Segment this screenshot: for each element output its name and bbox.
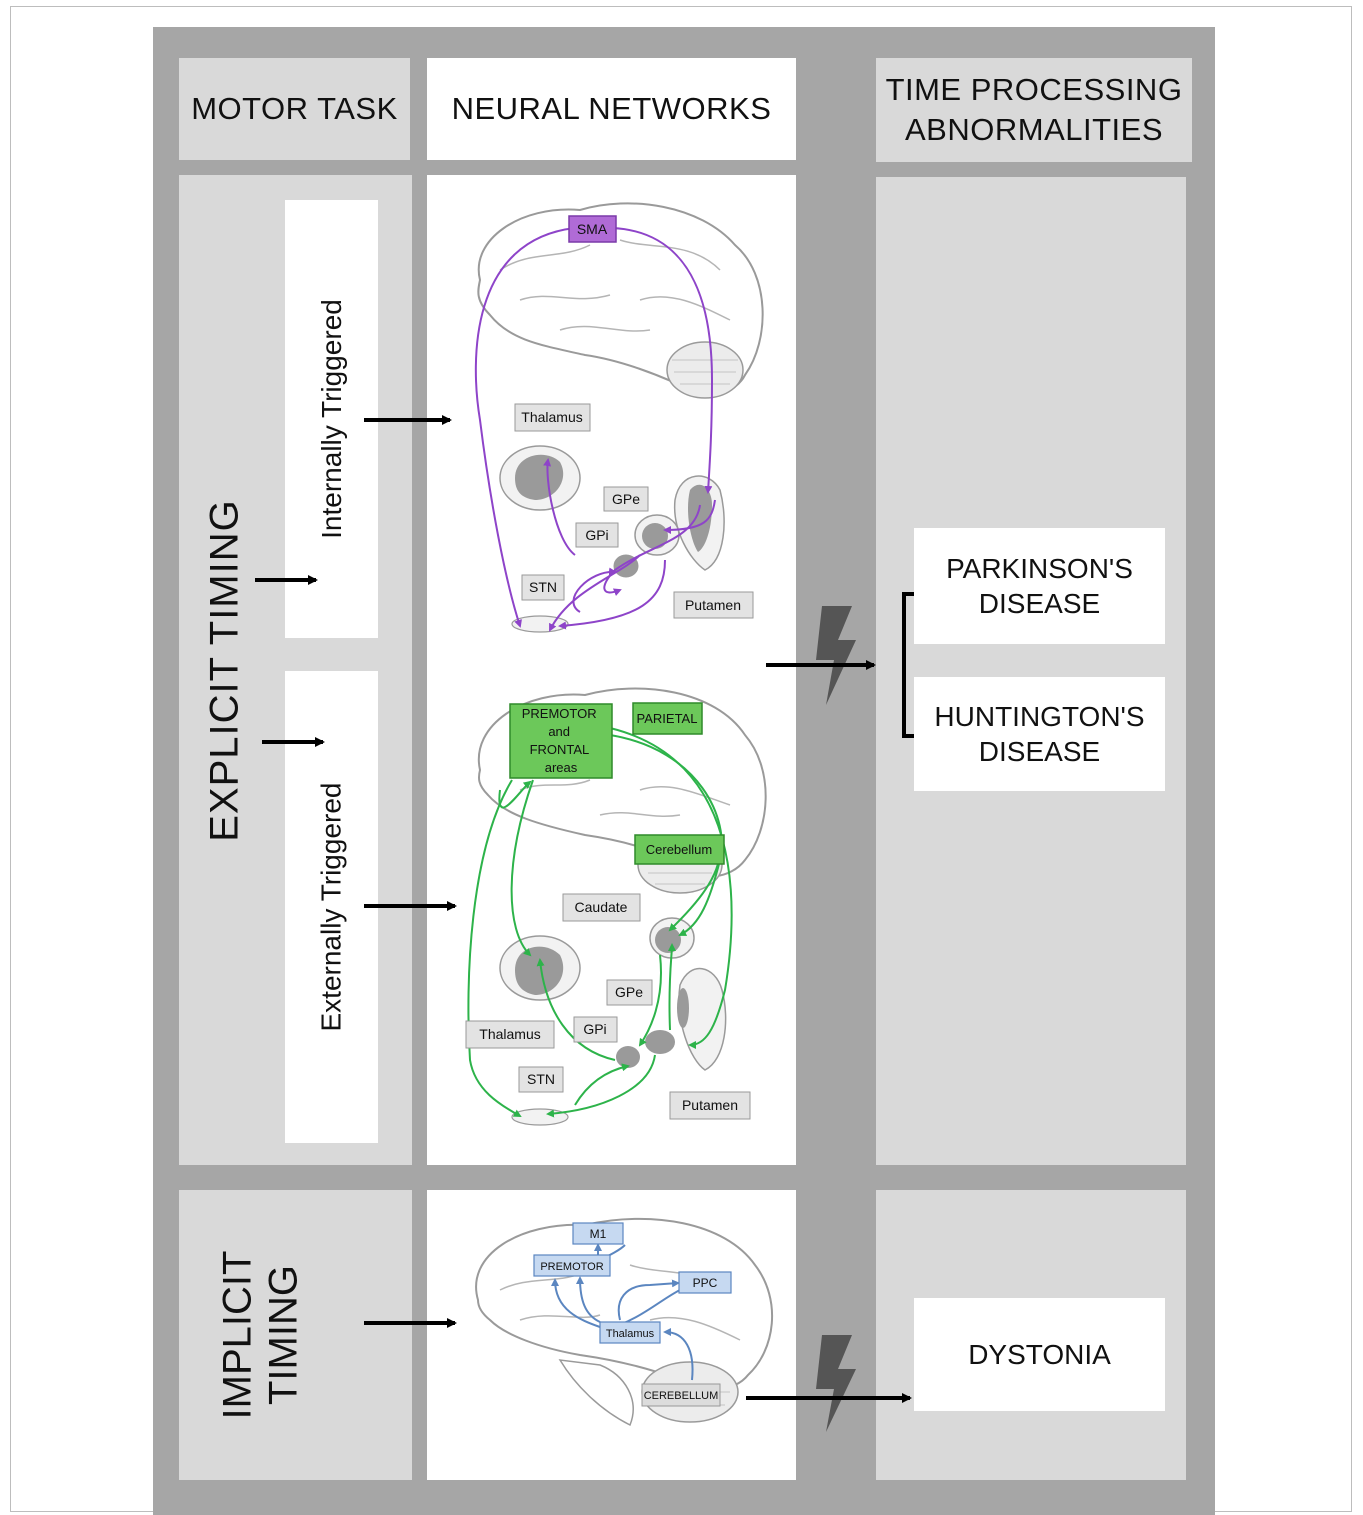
thalamus-ext-label: Thalamus [479,1026,540,1042]
premotor-frontal-label: PREMOTOR and FRONTAL areas [522,706,601,775]
implicit-network-labels: M1 PREMOTOR PPC Thalamus CEREBELLUM [533,1222,732,1407]
premotor-implicit-label-box [533,1254,611,1277]
lightning-icon-explicit [816,606,856,705]
internal-network-brain [474,202,764,633]
gpe-ext-label: GPe [615,984,643,1000]
thalamus-implicit-label: Thalamus [606,1328,655,1340]
external-network-labels: PREMOTOR and FRONTAL areas PARIETAL Cere… [465,702,751,1120]
thalamus-label-box [514,403,591,432]
sma-label-box [568,215,617,243]
m1-label: M1 [590,1227,607,1241]
m1-label-box [572,1222,624,1245]
premotor-implicit-label: PREMOTOR [540,1261,603,1273]
gpi-label-box [575,522,619,548]
stn-label: STN [529,579,557,595]
gpe-label: GPe [612,491,640,507]
thalamus-implicit-label-box [599,1321,661,1344]
thalamus-label: Thalamus [521,409,582,425]
disease-bracket [902,592,914,738]
internally-triggered-box: Internally Triggered [285,200,378,638]
putamen-ext-label-box [669,1091,751,1120]
premotor-line-4: areas [545,760,578,775]
cerebellum-implicit-label: CEREBELLUM [644,1390,719,1402]
gpi-label: GPi [585,527,608,543]
putamen-ext-label: Putamen [682,1097,738,1113]
parietal-label-box [632,702,703,735]
gpi-ext-label: GPi [583,1021,606,1037]
premotor-line-2: and [548,724,570,739]
lightning-icon-implicit [816,1335,856,1432]
caudate-label-box [562,893,641,922]
internal-network-labels: SMA Thalamus GPe GPi STN Putamen [514,215,754,619]
gpe-label-box [603,486,649,512]
premotor-line-1: PREMOTOR [522,706,597,721]
header-neural-networks: NEURAL NETWORKS [427,58,796,160]
stn-ext-label: STN [527,1071,555,1087]
putamen-label-box [673,591,754,619]
stn-ext-label-box [518,1066,564,1093]
parkinsons-disease-box: PARKINSON'S DISEASE [914,528,1165,644]
externally-triggered-box: Externally Triggered [285,671,378,1143]
premotor-line-3: FRONTAL [530,742,589,757]
sma-label: SMA [577,221,608,237]
dystonia-box: DYSTONIA [914,1298,1165,1411]
gpe-ext-label-box [606,979,653,1006]
huntingtons-disease-box: HUNTINGTON'S DISEASE [914,677,1165,791]
gpi-ext-label-box [573,1016,618,1043]
ppc-label-box [678,1271,732,1294]
parietal-label: PARIETAL [637,711,698,726]
cerebellum-label-box [634,834,725,865]
header-motor-task: MOTOR TASK [179,58,410,160]
putamen-label: Putamen [685,597,741,613]
abnormalities-explicit-panel [876,177,1186,1165]
thalamus-ext-label-box [465,1020,555,1049]
caudate-label: Caudate [575,899,628,915]
header-time-processing-abnormalities: TIME PROCESSING ABNORMALITIES [876,58,1192,162]
ppc-label: PPC [693,1276,718,1290]
implicit-timing-panel [179,1190,412,1480]
premotor-frontal-label-box [509,703,613,779]
cerebellum-label: Cerebellum [646,842,712,857]
stn-label-box [521,574,565,601]
cerebellum-implicit-label-box [641,1383,721,1407]
